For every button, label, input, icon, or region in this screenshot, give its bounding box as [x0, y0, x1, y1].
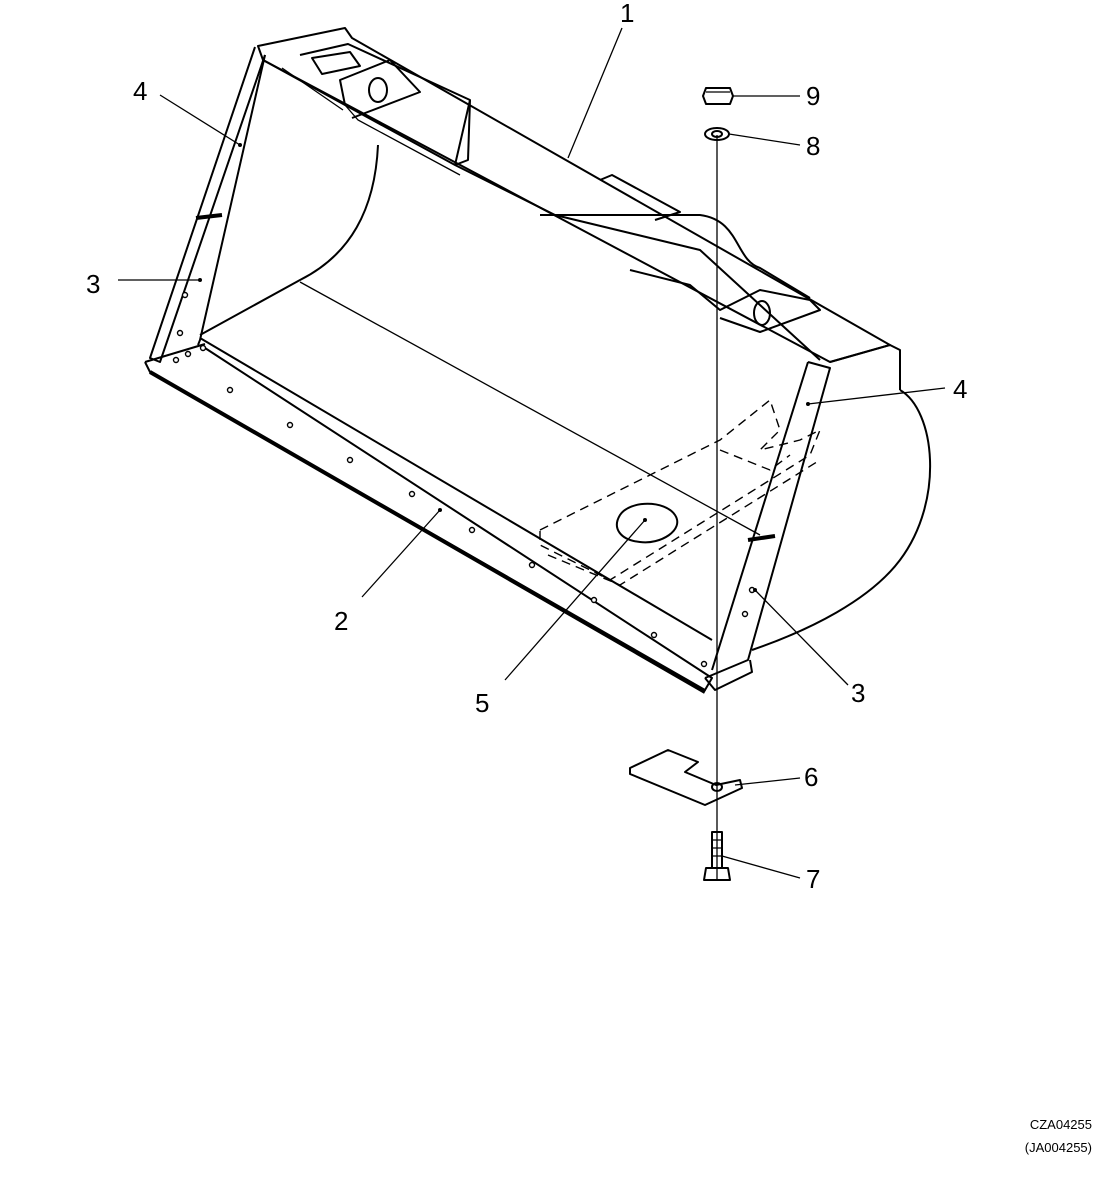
shim-plate: [629, 749, 743, 806]
cutting-edge-bolt-holes: [172, 291, 756, 668]
leader-dot: [806, 402, 810, 406]
callout-4-left: 4: [133, 76, 147, 106]
leader-dot: [238, 143, 242, 147]
right-side-plate: [704, 361, 831, 679]
callout-6: 6: [804, 762, 818, 792]
callout-3-left: 3: [86, 269, 100, 299]
leader-lines: [118, 27, 946, 879]
callout-9: 9: [806, 81, 820, 111]
leader-dot: [643, 518, 647, 522]
hidden-wear-plate: [539, 398, 822, 581]
callout-8: 8: [806, 131, 820, 161]
callout-7: 7: [806, 864, 820, 894]
leader-dot: [198, 278, 202, 282]
callout-4-right: 4: [953, 374, 967, 404]
callout-3-right: 3: [851, 678, 865, 708]
nut: [702, 87, 734, 105]
drawing-code-alt: (JA004255): [1024, 1140, 1092, 1155]
callout-2: 2: [334, 606, 348, 636]
wear-pad: [615, 502, 679, 544]
bucket-top-plate: [257, 27, 891, 363]
bucket-assembly: [144, 27, 932, 694]
bolt: [703, 831, 731, 881]
callout-1: 1: [620, 0, 634, 28]
left-side-plate: [149, 46, 266, 363]
leader-dot: [438, 508, 442, 512]
cutting-edge: [144, 347, 713, 691]
callout-5: 5: [475, 688, 489, 718]
leader-dot: [753, 588, 757, 592]
drawing-code: CZA04255: [1029, 1117, 1092, 1132]
